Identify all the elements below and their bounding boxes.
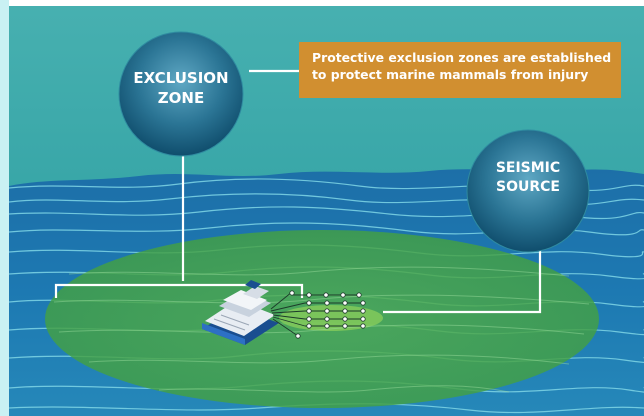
seismic-source-label-line-2: SOURCE — [496, 179, 560, 195]
callout-box: Protective exclusion zones are establish… — [299, 42, 621, 98]
left-border — [0, 0, 9, 416]
seismic-source-area — [279, 305, 383, 331]
source-connector — [383, 249, 542, 314]
survey-vessel-icon — [202, 280, 279, 345]
exclusion-zone-label: EXCLUSION ZONE — [110, 68, 252, 108]
exclusion-connector — [54, 152, 304, 298]
exclusion-zone-label-line-2: ZONE — [157, 89, 205, 107]
seismic-source-label: SEISMIC SOURCE — [466, 159, 590, 197]
seismic-source-label-line-1: SEISMIC — [495, 160, 561, 176]
seismic-source-bubble — [466, 129, 590, 253]
exclusion-zone-bubble — [118, 31, 244, 157]
exclusion-zone-label-line-1: EXCLUSION — [133, 69, 229, 87]
zone-wave-lines — [53, 266, 590, 393]
callout-line-2: to protect marine mammals from injury — [312, 67, 589, 82]
airgun-array-icon — [270, 290, 366, 339]
callout-line-1: Protective exclusion zones are establish… — [312, 50, 612, 65]
